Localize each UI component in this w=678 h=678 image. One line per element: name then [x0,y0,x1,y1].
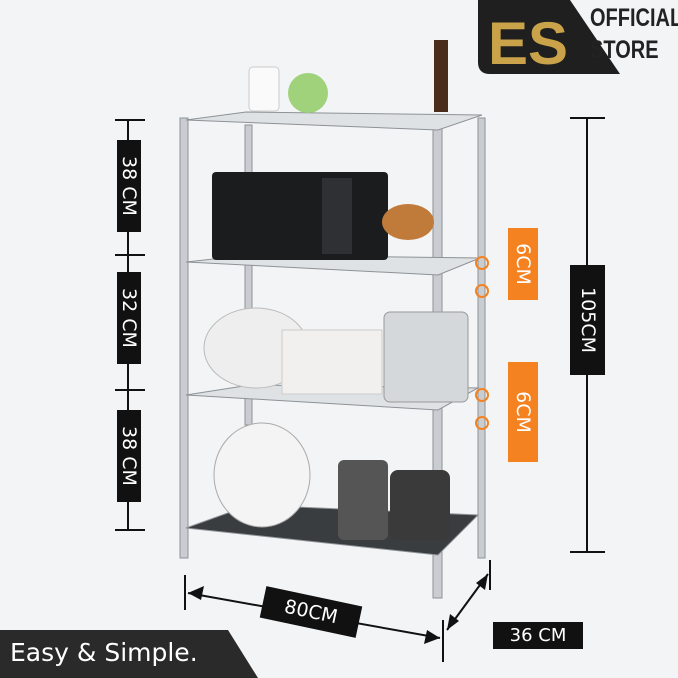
microwave [212,172,388,260]
total-height-label: 105CM [570,265,605,375]
pots-stack [213,422,311,528]
blender [338,460,388,540]
mug [248,66,280,112]
adjust-step-label-2: 6CM [508,362,538,462]
logo-text: OFFICIAL STORE [590,2,678,66]
pepper-mill [434,40,448,112]
hole-markers [475,256,489,430]
logo-monogram: ES [488,10,568,77]
depth-label: 36 CM [493,622,583,649]
arrowheads [188,574,488,644]
basket [281,329,383,395]
stock-pot [383,311,469,403]
tier1-height-label: 38 CM [117,140,141,232]
logo-line-official: OFFICIAL [590,4,678,32]
logo-line-store: STORE [590,36,659,64]
cabbage [288,73,328,113]
tier2-height-label: 32 CM [117,272,141,364]
tier3-height-label: 38 CM [117,410,141,502]
tagline-text: Easy & Simple. [10,638,198,667]
logo-badge [478,0,620,74]
adjust-step-label-1: 6CM [508,228,538,300]
toaster [390,470,450,540]
fruit-bowl [382,204,434,240]
tagline-banner: Easy & Simple. [0,630,258,678]
